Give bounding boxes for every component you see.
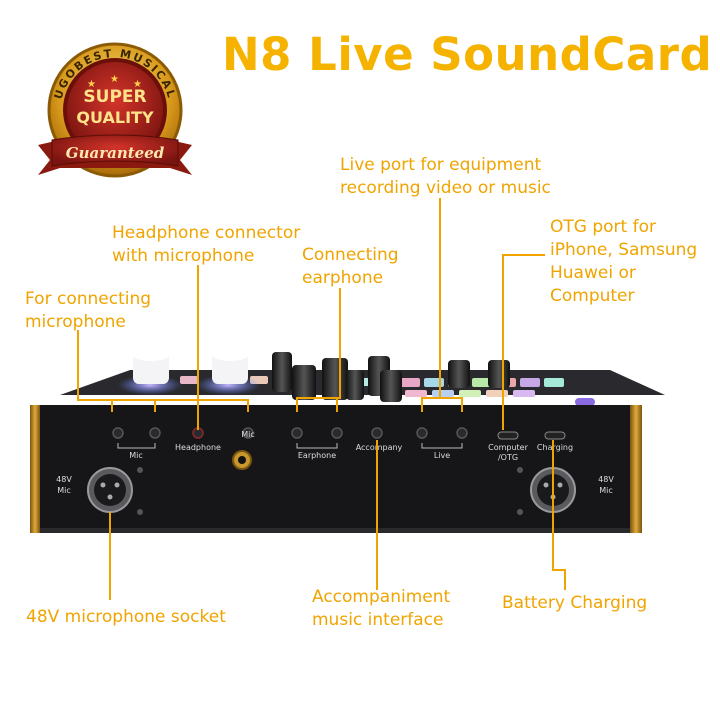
- badge-ribbon: [51, 134, 179, 167]
- quality-badge: UGOBEST MUSICAL SUPER QUALITY ★ ★ ★ Guar…: [38, 42, 192, 178]
- label-earphone: Earphone: [298, 451, 336, 460]
- badge-center: [67, 62, 163, 158]
- jacks: [112, 427, 468, 439]
- badge-ribbon-text: Guaranteed: [66, 144, 165, 162]
- label-mic1: Mic: [129, 451, 143, 460]
- white-knob-right: [196, 349, 260, 395]
- label-48v-left: 48V: [56, 475, 72, 484]
- callout-earphone: Connecting earphone: [302, 245, 399, 288]
- black-knobs: [272, 352, 510, 402]
- star-icon: ★ ★ ★: [87, 74, 142, 90]
- front-panel: [30, 405, 640, 533]
- callout-accompaniment: Accompaniment music interface: [312, 587, 451, 630]
- callout-mic-socket: 48V microphone socket: [26, 607, 226, 627]
- callout-battery: Battery Charging: [502, 593, 648, 613]
- label-accompany: Accompany: [356, 443, 403, 452]
- label-computer: Computer: [488, 443, 528, 452]
- label-mic-left: Mic: [57, 486, 71, 495]
- panel-brackets: [117, 443, 463, 449]
- callout-otg-port: OTG port for iPhone, Samsung Huawei or C…: [550, 217, 698, 306]
- label-otg: /OTG: [498, 453, 518, 462]
- label-headphone: Headphone: [175, 443, 221, 452]
- svg-text:★: ★: [110, 74, 119, 85]
- label-mic2: Mic: [241, 430, 255, 439]
- label-mic-right: Mic: [599, 486, 613, 495]
- page-title: N8 Live SoundCard: [222, 28, 713, 81]
- svg-text:★: ★: [87, 79, 96, 90]
- usb-c-otg-port: [497, 431, 519, 440]
- svg-text:★: ★: [133, 79, 142, 90]
- usb-c-charging-port: [544, 431, 566, 440]
- label-charging: Charging: [537, 443, 573, 452]
- label-live: Live: [434, 451, 450, 460]
- badge-line1: SUPER: [83, 87, 146, 107]
- white-knob-left: [118, 349, 182, 395]
- badge-line2: QUALITY: [76, 108, 154, 127]
- label-48v-right: 48V: [598, 475, 614, 484]
- gold-trim-right: [630, 405, 642, 533]
- callout-mic-connect: For connecting microphone: [25, 289, 152, 332]
- callout-headphone-connector: Headphone connector with microphone: [112, 223, 301, 266]
- gold-trim-left: [30, 405, 40, 533]
- xlr-socket-right: [517, 467, 576, 515]
- callout-lines: [77, 198, 566, 600]
- callout-live-port: Live port for equipment recording video …: [340, 155, 551, 198]
